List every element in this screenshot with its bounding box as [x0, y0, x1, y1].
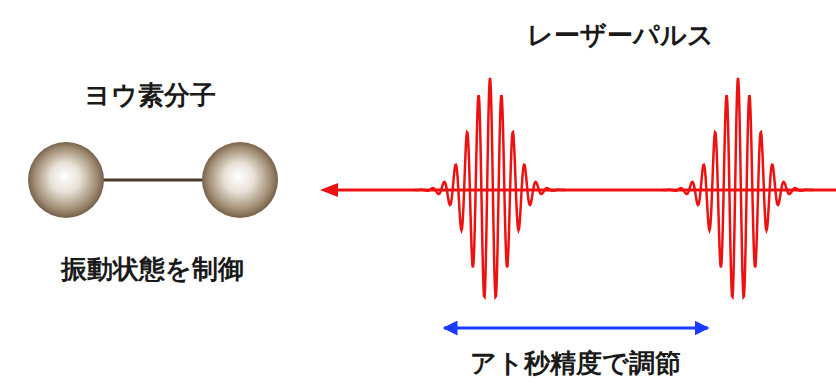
- iodine-atom: [28, 142, 104, 218]
- text-label: ヨウ素分子: [84, 80, 216, 111]
- text-label: 振動状態を制御: [61, 254, 244, 285]
- text-label: アト秒精度で調節: [470, 348, 681, 379]
- laser-pulses: [415, 78, 813, 297]
- beam-line: [335, 189, 836, 192]
- wave-packet: [663, 78, 813, 297]
- delay-arrow: [444, 327, 708, 330]
- text-label: レーザーパルス: [527, 20, 714, 51]
- iodine-atom: [202, 142, 278, 218]
- molecule-bond: [100, 179, 210, 182]
- beam-arrowhead: [320, 183, 338, 197]
- wave-packet: [415, 78, 565, 297]
